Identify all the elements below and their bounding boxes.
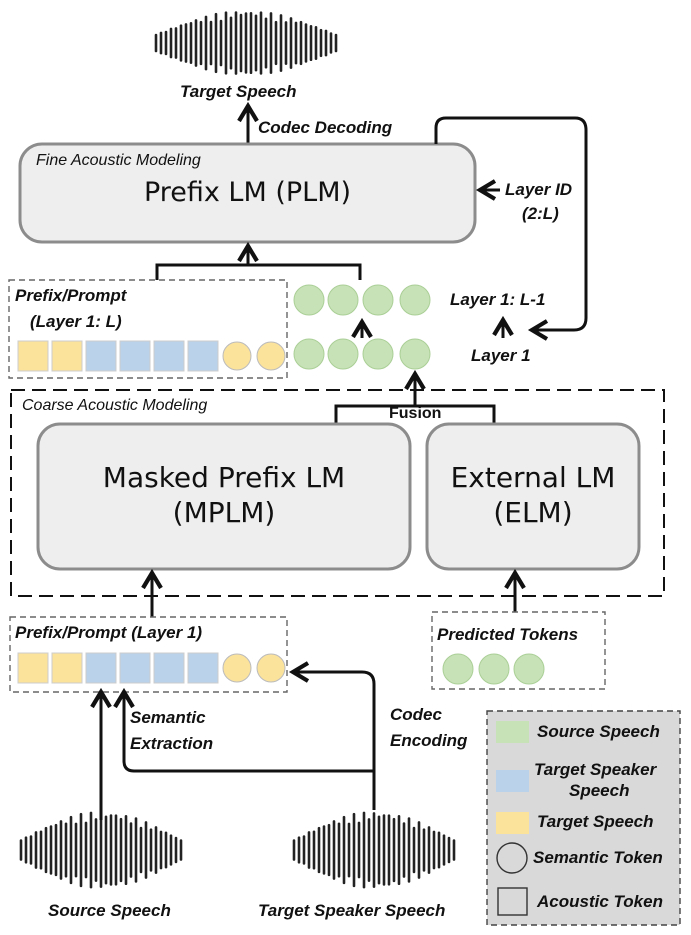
acoustic-token <box>51 340 83 372</box>
semantic-label: Semantic <box>130 708 206 727</box>
semantic-token <box>256 653 286 683</box>
predicted-token <box>513 653 545 685</box>
elm-title: External LM (ELM) <box>427 460 639 530</box>
codec-decoding-label: Codec Decoding <box>258 118 393 137</box>
legend-semantic-circle <box>496 842 528 874</box>
prompt-box-top <box>8 279 288 379</box>
source-token <box>362 284 394 316</box>
source-speech-label: Source Speech <box>48 901 171 920</box>
prompt-box-bottom <box>9 616 288 693</box>
acoustic-token <box>17 652 49 684</box>
prompt-bottom-tokens <box>17 652 286 684</box>
predicted-tokens <box>442 653 545 685</box>
layer-loop-line <box>434 116 588 341</box>
acoustic-token <box>153 340 185 372</box>
prompt-top-line2: (Layer 1: L) <box>30 312 122 331</box>
legend-target-speaker-line1: Target Speaker <box>534 760 657 779</box>
acoustic-token <box>17 340 49 372</box>
legend-target-speaker-swatch <box>496 770 529 792</box>
acoustic-token <box>85 340 117 372</box>
acoustic-token <box>119 652 151 684</box>
predicted-tokens-label: Predicted Tokens <box>437 625 579 644</box>
acoustic-token <box>85 652 117 684</box>
source-speech-waveform <box>19 811 183 889</box>
legend-target-label: Target Speech <box>537 812 654 831</box>
source-token <box>327 338 359 370</box>
fusion-label: Fusion <box>389 405 442 422</box>
prompt-top-tokens <box>17 340 286 372</box>
elm-title-line2: (ELM) <box>493 496 573 529</box>
semantic-token <box>222 653 252 683</box>
coarse-acoustic-box <box>10 389 665 597</box>
mplm-title: Masked Prefix LM (MPLM) <box>38 460 410 530</box>
speaker-semantic-arrow <box>113 687 376 810</box>
legend-source-label: Source Speech <box>537 722 660 741</box>
source-token <box>399 338 431 370</box>
source-token <box>362 338 394 370</box>
layer1-label: Layer 1 <box>471 346 531 365</box>
legend-semantic-label: Semantic Token <box>533 848 663 867</box>
elm-title-line1: External LM <box>450 461 616 494</box>
layers-label: Layer 1: L-1 <box>450 290 546 309</box>
legend-target-speaker-line2: Speech <box>569 781 630 800</box>
legend-acoustic-label: Acoustic Token <box>537 892 663 911</box>
mplm-title-line1: Masked Prefix LM <box>102 461 346 494</box>
semantic-token <box>222 341 252 371</box>
acoustic-token <box>187 340 219 372</box>
predicted-token <box>478 653 510 685</box>
source-token <box>327 284 359 316</box>
acoustic-token <box>51 652 83 684</box>
legend-source-swatch <box>496 721 529 743</box>
acoustic-token <box>119 340 151 372</box>
legend-target-swatch <box>496 812 529 834</box>
mplm-box <box>36 422 412 571</box>
source-token <box>293 284 325 316</box>
mplm-title-line2: (MPLM) <box>172 496 276 529</box>
extraction-label: Extraction <box>130 734 214 753</box>
elm-box <box>425 422 641 571</box>
target-speech-waveform <box>154 11 338 75</box>
coarse-caption: Coarse Acoustic Modeling <box>22 397 208 414</box>
predicted-tokens-box <box>431 611 606 690</box>
source-token <box>293 338 325 370</box>
acoustic-token <box>153 652 185 684</box>
codec-label: Codec <box>390 705 442 724</box>
source-token <box>399 284 431 316</box>
target-speaker-speech-waveform <box>292 811 456 889</box>
speaker-codec-arrow <box>288 661 376 771</box>
prompt-top-line1: Prefix/Prompt <box>15 286 127 305</box>
layer-id-range: (2:L) <box>522 204 559 223</box>
predicted-token-grid <box>293 284 431 370</box>
acoustic-token <box>187 652 219 684</box>
predicted-token <box>442 653 474 685</box>
plm-input-merge <box>155 263 362 280</box>
target-speech-label: Target Speech <box>180 82 297 101</box>
layer-id-label: Layer ID <box>505 180 573 199</box>
legend-acoustic-square <box>497 887 528 916</box>
target-speaker-speech-label: Target Speaker Speech <box>258 901 446 920</box>
plm-caption: Fine Acoustic Modeling <box>36 152 201 169</box>
encoding-label: Encoding <box>390 731 468 750</box>
semantic-token <box>256 341 286 371</box>
prompt-bottom-label: Prefix/Prompt (Layer 1) <box>15 623 203 642</box>
plm-title: Prefix LM (PLM) <box>143 177 352 208</box>
